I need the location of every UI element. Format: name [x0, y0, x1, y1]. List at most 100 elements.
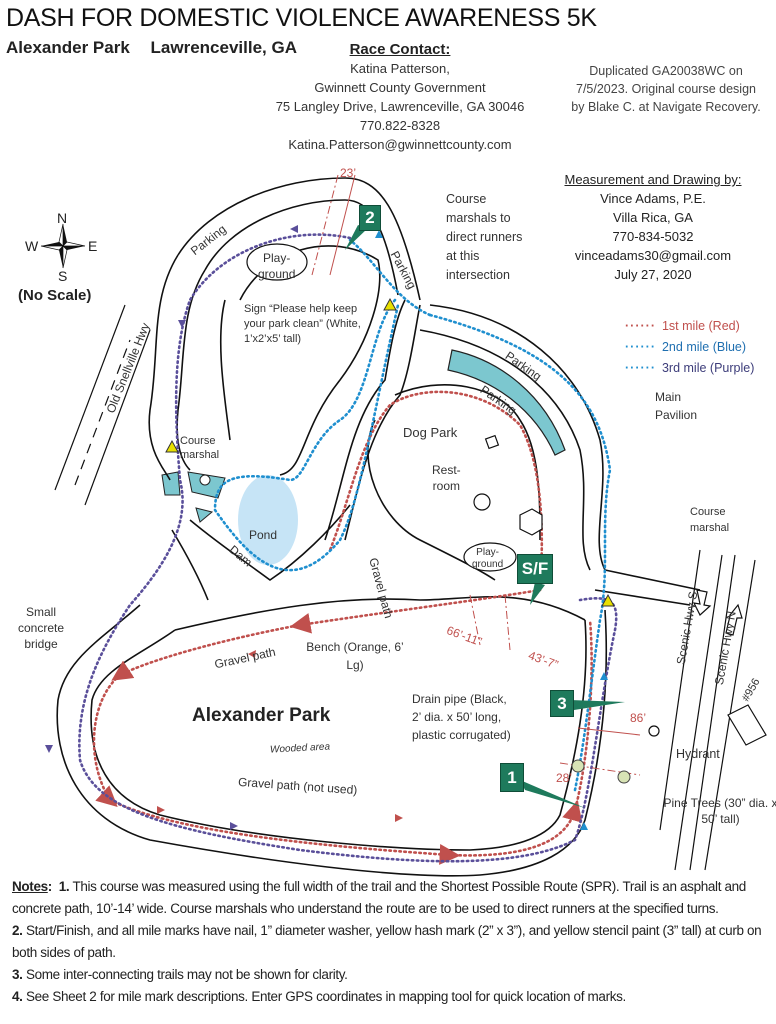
- compass-n: N: [57, 210, 68, 226]
- legend-label-mile-1: 1st mile (Red): [661, 319, 740, 333]
- dimension-23ft: 23’: [340, 166, 357, 180]
- marshal-triangle-e: [601, 593, 615, 607]
- label-pine-trees: Pine Trees (30” dia. x 50’ tall): [663, 796, 776, 826]
- measurer-city: Villa Rica, GA: [613, 210, 693, 225]
- legend-mile-3: ······ 3rd mile (Purple): [625, 358, 754, 379]
- route-legend: ······ 1st mile (Red) ······ 2nd mile (Blu…: [625, 316, 754, 379]
- no-scale-label: (No Scale): [18, 287, 92, 304]
- note-1-num: 1.: [58, 879, 70, 894]
- island-w1: [161, 471, 181, 496]
- compass-s: S: [58, 268, 68, 284]
- measurement-date: July 27, 2020: [614, 267, 692, 282]
- label-marshals-note: Course marshals to direct runners at thi…: [446, 192, 523, 282]
- legend-label-mile-2: 2nd mile (Blue): [661, 340, 747, 354]
- marker-pointers: [345, 225, 625, 808]
- hydrant-shape: [648, 725, 660, 737]
- compass-w: W: [25, 238, 39, 254]
- pavilion-shape: [519, 508, 543, 536]
- playground-s-shape: [463, 542, 517, 572]
- race-contact-heading: Race Contact:: [349, 41, 451, 58]
- old-snellville-hwy: [54, 304, 151, 506]
- mile-marker-1: 1: [500, 763, 524, 792]
- measurer-phone: 770-834-5032: [612, 229, 694, 244]
- measurer-name: Vince Adams, P.E.: [600, 191, 706, 206]
- label-main-pavilion: Main Pavilion: [655, 390, 698, 422]
- notes-section: Notes: 1. This course was measured using…: [12, 876, 772, 1008]
- note-2: 2. Start/Finish, and all mile marks have…: [12, 920, 772, 964]
- note-4-num: 4.: [12, 989, 23, 1004]
- note-3-num: 3.: [12, 967, 23, 982]
- label-park-name: Alexander Park: [192, 705, 331, 726]
- note-3: 3. Some inter-connecting trails may not …: [12, 964, 772, 986]
- legend-dots-purple: ······: [625, 361, 656, 375]
- contact-org: Gwinnett County Government: [314, 80, 486, 95]
- island-w3: [195, 507, 214, 523]
- note-4: 4. See Sheet 2 for mile mark description…: [12, 986, 772, 1008]
- start-finish-marker: S/F: [517, 554, 553, 584]
- note-1-text: This course was measured using the full …: [12, 879, 746, 916]
- note-2-text: Start/Finish, and all mile marks have na…: [12, 923, 762, 960]
- label-hydrant: Hydrant: [676, 747, 720, 761]
- legend-mile-1: ······ 1st mile (Red): [625, 316, 754, 337]
- measurer-email[interactable]: vinceadams30@gmail.com: [574, 248, 732, 263]
- arrow-northbound: [725, 603, 743, 636]
- park-name-header: Alexander Park: [6, 38, 130, 57]
- route-mile-3: [78, 233, 618, 863]
- contact-address: 75 Langley Drive, Lawrenceville, GA 3004…: [275, 99, 525, 114]
- island-w2-circle: [199, 474, 211, 486]
- legend-label-mile-3: 3rd mile (Purple): [661, 361, 755, 375]
- course-routes: [78, 233, 618, 865]
- city-header: Lawrenceville, GA: [150, 38, 297, 57]
- label-playground-s: Play- ground: [472, 547, 504, 570]
- legend-dots-blue: ······: [625, 340, 656, 354]
- pond-shape: [238, 475, 298, 565]
- label-pond: Pond: [249, 528, 278, 542]
- playground-n-shape: [246, 243, 308, 281]
- label-small-bridge: Small concrete bridge: [17, 605, 65, 651]
- arrow-southbound: [692, 589, 712, 616]
- house-956-shape: [727, 704, 767, 746]
- dup-line-3: by Blake C. at Navigate Recovery.: [571, 100, 761, 114]
- notes-heading: Notes: [12, 879, 48, 894]
- measurement-heading: Measurement and Drawing by:: [564, 172, 742, 187]
- route-mile-2: [428, 313, 612, 792]
- measurement-block: Measurement and Drawing by: Vince Adams,…: [530, 170, 776, 284]
- label-sign-note: Sign “Please help keep your park clean” …: [244, 303, 361, 345]
- dog-park-feature: [473, 493, 491, 511]
- pine-tree-2: [617, 770, 631, 784]
- legend-mile-2: ······ 2nd mile (Blue): [625, 337, 754, 358]
- compass-e: E: [88, 238, 98, 254]
- label-dog-park: Dog Park: [403, 425, 458, 440]
- route-arrows: [45, 225, 608, 830]
- dimension-28ft: 28’: [556, 771, 573, 785]
- mile-marker-2: 2: [359, 205, 381, 231]
- mile-marker-3: 3: [550, 690, 574, 717]
- duplication-note: Duplicated GA20038WC on 7/5/2023. Origin…: [555, 62, 776, 116]
- note-1: Notes: 1. This course was measured using…: [12, 879, 746, 916]
- legend-dots-red: ······: [625, 319, 656, 333]
- note-3-text: Some inter-connecting trails may not be …: [25, 967, 348, 982]
- contact-phone: 770.822-8328: [359, 118, 441, 133]
- note-2-num: 2.: [12, 923, 23, 938]
- label-bench: Bench (Orange, 6’ Lg): [306, 640, 404, 672]
- contact-email[interactable]: Katina.Patterson@gwinnettcounty.com: [288, 137, 512, 152]
- note-4-text: See Sheet 2 for mile mark descriptions. …: [25, 989, 626, 1004]
- restroom-shape: [484, 434, 500, 450]
- label-drain-pipe: Drain pipe (Black, 2’ dia. x 50’ long, p…: [412, 692, 511, 742]
- race-contact-block: Race Contact: Katina Patterson, Gwinnett…: [250, 40, 550, 154]
- label-playground-n: Play- ground: [258, 251, 296, 281]
- route-mile-1: [92, 588, 593, 865]
- contact-name: Katina Patterson,: [350, 61, 450, 76]
- label-restroom: Rest- room: [432, 463, 461, 493]
- race-title: DASH FOR DOMESTIC VIOLENCE AWARENESS 5K: [6, 4, 597, 32]
- compass-rose: [40, 223, 86, 269]
- pine-tree-1: [571, 759, 585, 773]
- parking-lot-east: [447, 349, 566, 456]
- label-course-marshal-e: Course marshal: [690, 506, 730, 534]
- race-location: Alexander Park Lawrenceville, GA: [6, 38, 313, 58]
- marshal-triangle-w: [165, 439, 179, 453]
- dimension-86ft: 86’: [630, 711, 647, 725]
- dup-line-1: Duplicated GA20038WC on: [589, 64, 743, 78]
- label-course-marshal-w: Course marshal: [180, 435, 220, 461]
